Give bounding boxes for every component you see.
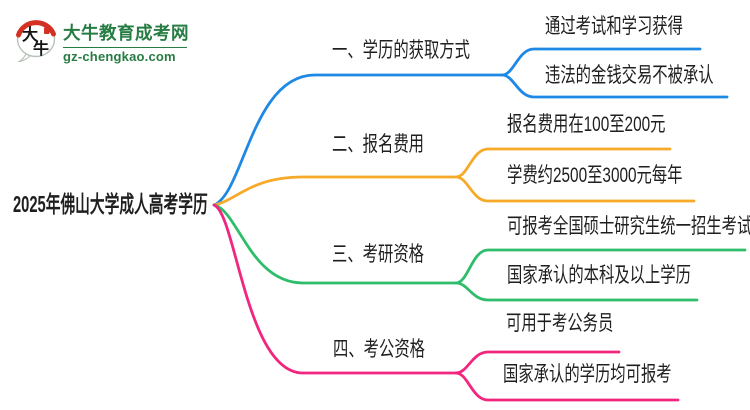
brand-name: 大牛教育成考网 — [63, 23, 189, 43]
brand-bull-icon: 大 牛 — [16, 20, 56, 62]
branch-3-child-1-underline — [454, 248, 747, 285]
branch-1-curve — [212, 73, 504, 207]
branch-2-curve — [212, 175, 458, 207]
branch-3-child-2-label: 国家承认的本科及以上学历 — [507, 264, 691, 287]
branch-4-lines — [212, 203, 680, 402]
branch-3-label: 三、考研资格 — [332, 243, 424, 266]
brand-domain: gz-chengkao.com — [63, 49, 176, 64]
branch-1-child-1-underline — [500, 47, 702, 77]
branch-4-child-2-underline — [454, 371, 680, 402]
branch-2-child-1-label: 报名费用在100至200元 — [507, 113, 666, 136]
branch-4-child-2-label: 国家承认的学历均可报考 — [503, 363, 672, 386]
svg-text:牛: 牛 — [33, 39, 49, 58]
branch-3-lines — [212, 203, 747, 302]
brand-logo: 大 牛 大牛教育成考网 gz-chengkao.com — [15, 14, 189, 64]
branch-2-child-1-underline — [454, 147, 672, 179]
branch-2-child-2-underline — [454, 175, 696, 203]
branch-4-label: 四、考公资格 — [333, 338, 425, 361]
branch-1-lines — [212, 47, 729, 207]
branch-3-child-2-underline — [454, 281, 699, 302]
branch-1-child-2-label: 违法的金钱交易不被承认 — [545, 64, 714, 87]
branch-2-child-2-label: 学费约2500至3000元每年 — [507, 164, 683, 187]
brand-divider — [63, 47, 187, 48]
svg-text:大: 大 — [22, 25, 38, 44]
branch-3-curve — [212, 203, 458, 285]
root-node-label: 2025年佛山大学成人高考学历 — [13, 191, 208, 217]
branch-2-label: 二、报名费用 — [332, 133, 424, 156]
branch-1-child-2-underline — [500, 73, 729, 99]
branch-3-child-1-label: 可报考全国硕士研究生统一招生考试 — [507, 215, 750, 238]
branch-1-child-1-label: 通过考试和学习获得 — [545, 15, 683, 38]
branch-4-child-1-underline — [454, 350, 621, 375]
branch-2-lines — [212, 147, 696, 207]
branch-4-curve — [212, 203, 458, 375]
branch-4-child-1-label: 可用于考公务员 — [506, 312, 614, 335]
branch-1-label: 一、学历的获取方式 — [332, 39, 470, 62]
